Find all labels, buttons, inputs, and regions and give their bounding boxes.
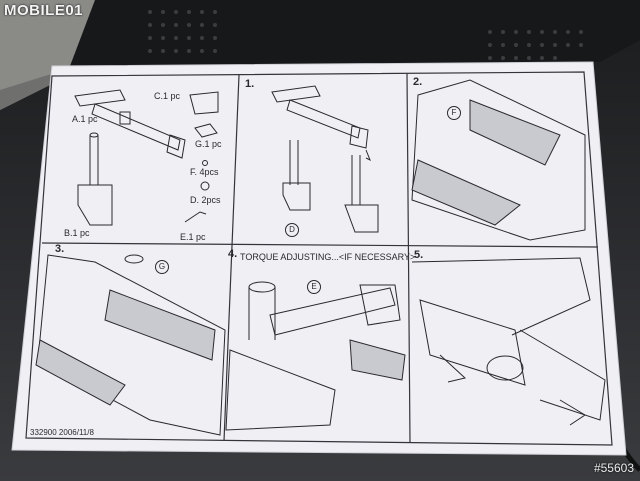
brand-watermark: MOBILE01 bbox=[4, 2, 84, 19]
part-label-d: D. 2pcs bbox=[190, 195, 221, 205]
part-label-c: C.1 pc bbox=[154, 91, 181, 101]
step-5-number: 5. bbox=[414, 249, 424, 261]
part-label-g: G.1 pc bbox=[195, 139, 222, 149]
step-4-number: 4. bbox=[228, 248, 238, 260]
footer-code: 332900 2006/11/8 bbox=[30, 428, 94, 437]
callout-e: E bbox=[307, 280, 321, 294]
step-2-number: 2. bbox=[413, 76, 423, 88]
part-label-f: F. 4pcs bbox=[190, 167, 219, 177]
callout-d: D bbox=[285, 223, 299, 237]
callout-g: G bbox=[155, 260, 169, 274]
part-label-a: A.1 pc bbox=[72, 114, 98, 124]
step-1-number: 1. bbox=[245, 78, 255, 90]
part-label-b: B.1 pc bbox=[64, 228, 90, 238]
step-3-number: 3. bbox=[55, 243, 65, 255]
step-4-title: TORQUE ADJUSTING...<IF NECESSARY> bbox=[240, 252, 416, 262]
callout-f: F bbox=[447, 106, 461, 120]
part-label-e: E.1 pc bbox=[180, 232, 206, 242]
photo-id: #55603 bbox=[593, 461, 634, 475]
